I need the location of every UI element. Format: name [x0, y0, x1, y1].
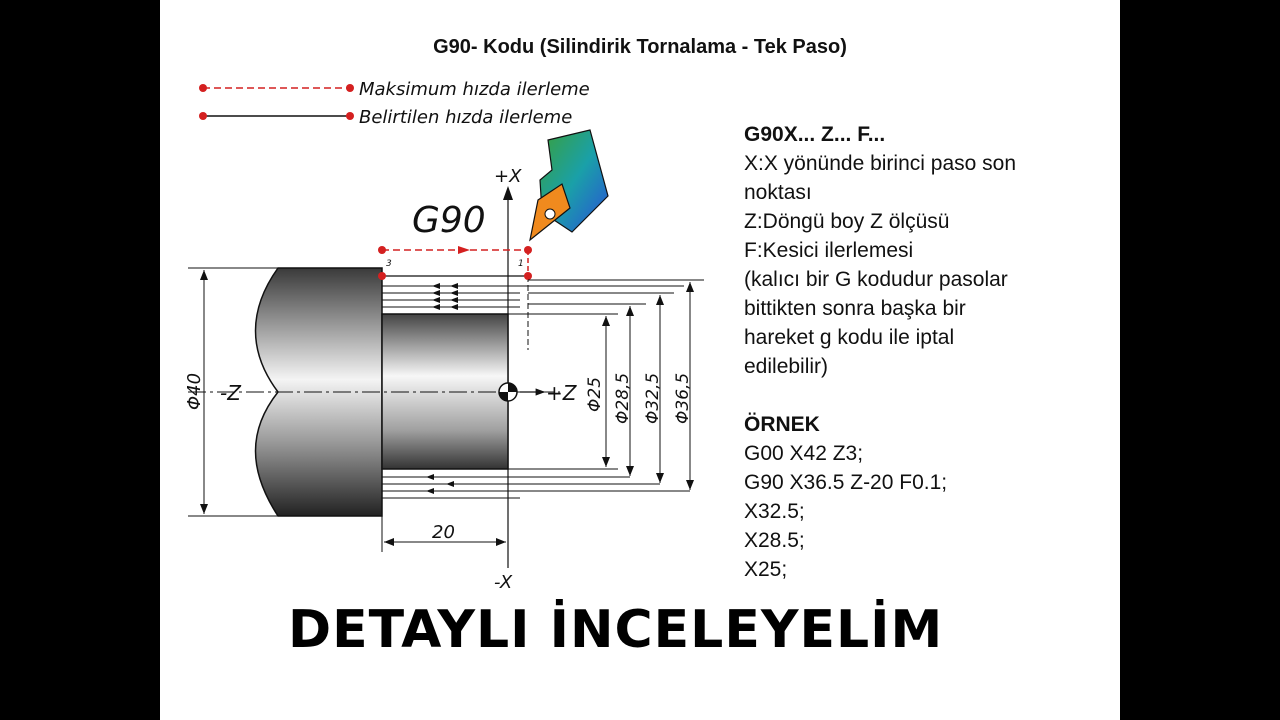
bottom-pass-arrows: [426, 474, 454, 494]
dim-d40-label: Φ40: [184, 373, 205, 410]
dim-d36-5: Φ36,5: [528, 279, 704, 490]
info-line: X:X yönünde birinci paso son: [744, 152, 1017, 175]
info-line: hareket g kodu ile iptal: [744, 326, 955, 349]
dim-d25: Φ25: [508, 313, 618, 470]
path-point-3: [378, 272, 386, 280]
example-line: X25;: [744, 558, 788, 581]
example-line: X32.5;: [744, 500, 805, 523]
rapid-direction-arrow: [458, 246, 470, 254]
cut-pass-arrows: [432, 283, 458, 310]
section-gap: [744, 381, 1016, 410]
legend: Maksimum hızda ilerleme Belirtilen hızda…: [199, 79, 590, 128]
x-axis-arrow: [503, 186, 513, 200]
legend-rapid-label: Maksimum hızda ilerleme: [359, 79, 590, 100]
workpiece-origin-symbol: [498, 382, 518, 402]
banner-title: DETAYLI İNCELEYELİM: [288, 600, 944, 660]
dim-d40: Φ40: [184, 267, 278, 517]
g90-diagram: Maksimum hızda ilerleme Belirtilen hızda…: [184, 79, 704, 593]
info-line: edilebilir): [744, 355, 829, 378]
info-line: noktası: [744, 181, 812, 204]
z-axis-plus-label: +Z: [546, 381, 578, 405]
path-point-1-top: [524, 246, 532, 254]
path-point-4: [378, 246, 386, 254]
point-3-label: 3: [386, 259, 392, 269]
z-axis-minus-label: -Z: [220, 381, 242, 405]
dim-d32-5: Φ32,5: [528, 292, 674, 483]
legend-feed-end-dot: [346, 112, 354, 120]
info-line: (kalıcı bir G kodudur pasolar: [744, 268, 1008, 291]
x-axis-plus-label: +X: [494, 166, 522, 187]
info-line: bittikten sonra başka bir: [744, 297, 966, 320]
slide-title: G90- Kodu (Silindirik Tornalama - Tek Pa…: [433, 36, 847, 58]
example-title: ÖRNEK: [744, 413, 820, 436]
dim-d28-5-label: Φ28,5: [613, 373, 633, 424]
dim-d25-label: Φ25: [585, 377, 605, 412]
point-1-label: 1: [518, 259, 524, 269]
legend-rapid-end-dot: [346, 84, 354, 92]
syntax-line: G90X... Z... F...: [744, 123, 886, 146]
legend-feed-start-dot: [199, 112, 207, 120]
dim-length-label: 20: [432, 522, 455, 543]
insert-screw: [544, 208, 556, 220]
path-point-1: [524, 272, 532, 280]
x-axis-minus-label: -X: [494, 572, 513, 593]
example-line: G90 X36.5 Z-20 F0.1;: [744, 471, 948, 494]
g90-label: G90: [412, 200, 486, 241]
g90-explanation: G90X... Z... F... X:X yönünde birinci pa…: [744, 120, 1016, 584]
info-line: Z:Döngü boy Z ölçüsü: [744, 210, 950, 233]
dim-d36-5-label: Φ36,5: [673, 373, 693, 424]
dim-length-20: 20: [381, 516, 506, 552]
legend-rapid-start-dot: [199, 84, 207, 92]
example-line: G00 X42 Z3;: [744, 442, 864, 465]
info-line: F:Kesici ilerlemesi: [744, 239, 914, 262]
slide: G90- Kodu (Silindirik Tornalama - Tek Pa…: [160, 0, 1120, 720]
legend-feed-label: Belirtilen hızda ilerleme: [359, 107, 572, 128]
dim-d28-5: Φ28,5: [528, 303, 646, 476]
example-line: X28.5;: [744, 529, 805, 552]
dim-d32-5-label: Φ32,5: [643, 373, 663, 424]
